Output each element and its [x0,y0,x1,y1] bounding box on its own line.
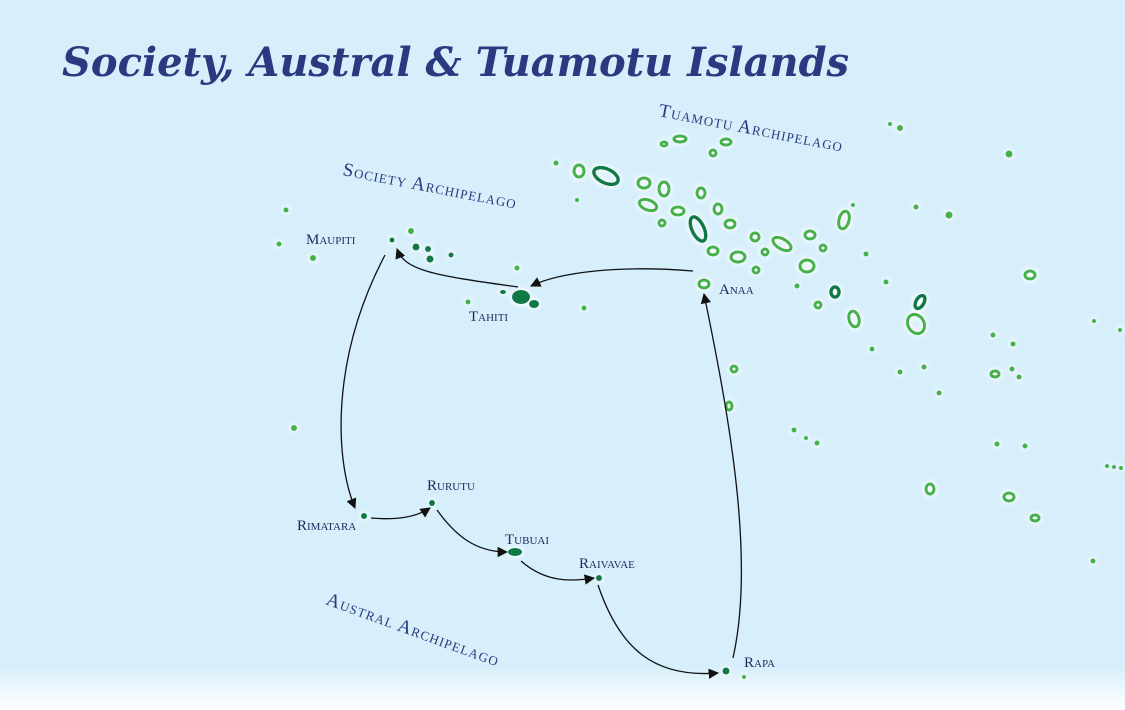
place-label-rurutu: Rurutu [427,478,475,494]
place-label-maupiti: Maupiti [306,232,356,248]
route-maupiti-rimatara [340,254,386,509]
place-label-anaa: Anaa [719,282,754,298]
route-tahiti-maupiti [395,248,519,288]
route-rimatara-rurutu [370,507,431,520]
route-tubuai-raivavae [520,560,596,585]
place-label-tubuai: Tubuai [505,532,549,548]
place-label-rapa: Rapa [744,655,775,671]
route-rurutu-tubuai [436,509,509,558]
route-anaa-tahiti [530,268,694,287]
route-raivavae-rapa [597,584,720,679]
map-title: Society, Austral & Tuamotu Islands [62,39,849,86]
voyage-route [340,248,743,679]
tahiti-island [512,290,530,304]
islands [276,122,1123,679]
place-label-tahiti: Tahiti [469,309,508,325]
route-rapa-anaa [700,292,743,659]
place-label-raivavae: Raivavae [579,556,635,572]
place-label-rimatara: Rimatara [297,518,356,534]
